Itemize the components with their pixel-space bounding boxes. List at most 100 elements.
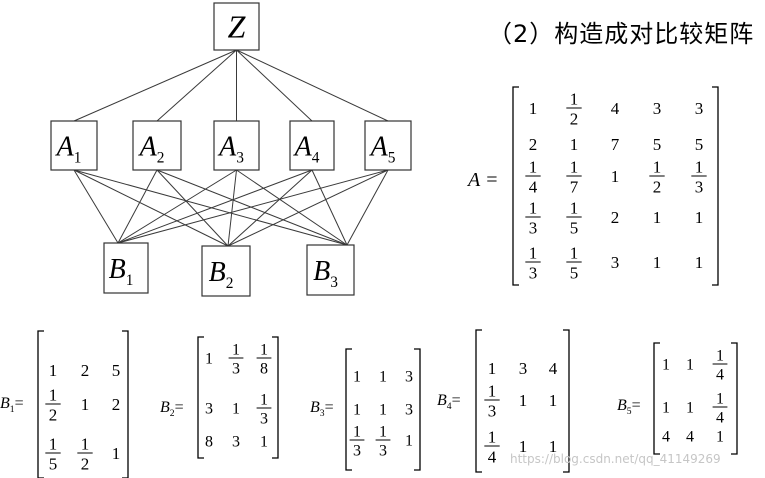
matrix-cell-numerator: 1 [570, 89, 579, 108]
criterion-alternative-link [311, 169, 348, 246]
criterion-alternative-link [236, 169, 348, 246]
matrix-cell-denominator: 5 [570, 264, 579, 283]
matrix-cell: 4 [662, 429, 670, 446]
criterion-node-1: A1 [50, 120, 98, 171]
matrix-cell: 1 [716, 429, 724, 446]
matrix-cell: 4 [611, 99, 620, 118]
criterion-node-1-box [50, 120, 98, 171]
matrix-cell-denominator: 3 [695, 178, 704, 197]
matrix-cell: 3 [519, 359, 528, 378]
alternative-node-1-box [103, 242, 149, 294]
matrix-cell: 1 [686, 357, 694, 374]
matrix-cell: 1 [379, 369, 387, 386]
matrix-cell: 3 [611, 253, 620, 272]
criterion-node-3-subscript: 3 [236, 149, 244, 166]
matrix-cell: 1 [570, 135, 579, 154]
matrix-cell: 3 [232, 434, 240, 451]
matrix-label-subscript: 5 [627, 406, 632, 417]
matrix-cell-denominator: 3 [260, 411, 268, 428]
matrix-label: B5= [617, 397, 641, 417]
criterion-alternative-link [227, 169, 389, 247]
matrix-cell-numerator: 1 [529, 198, 538, 217]
matrix-label-subscript: 1 [10, 404, 15, 415]
matrix-cell-denominator: 2 [570, 110, 579, 129]
matrix-cell-numerator: 1 [529, 157, 538, 176]
matrix-equals-sign: = [175, 399, 184, 416]
goal-criterion-link [236, 49, 313, 122]
matrix-cell: 1 [549, 391, 558, 410]
section-heading: （2）构造成对比较矩阵 [488, 20, 755, 48]
goal-node-z-label: Z [228, 9, 247, 45]
matrix-left-bracket [345, 348, 352, 471]
matrix-cell: 4 [686, 429, 694, 446]
criterion-node-5-box [364, 120, 412, 171]
alternative-node-3-box [306, 244, 355, 296]
matrix-cell-numerator: 1 [570, 243, 579, 262]
matrix-equals-sign: = [325, 399, 334, 416]
matrix-cell-numerator: 1 [353, 423, 361, 440]
matrix-cell-numerator: 1 [488, 381, 497, 400]
matrix-cell-numerator: 1 [49, 385, 58, 404]
matrix-cell: 1 [49, 361, 58, 380]
matrix-cell: 1 [379, 402, 387, 419]
criterion-node-4-subscript: 4 [312, 149, 320, 166]
criterion-node-2-subscript: 2 [157, 149, 165, 166]
criterion-node-3-box [213, 120, 260, 171]
matrix-cell-denominator: 5 [49, 455, 58, 474]
matrix-cell-denominator: 4 [488, 448, 497, 467]
matrix-label-subscript: 3 [320, 408, 325, 419]
matrix-equals-sign: = [15, 395, 24, 412]
alternative-node-2: B2 [201, 245, 251, 297]
matrix-equals-sign: = [486, 169, 497, 191]
matrix-cell-denominator: 2 [81, 455, 90, 474]
matrix-cell: 1 [653, 208, 662, 227]
criterion-alternative-link [227, 169, 237, 247]
matrix-cell-numerator: 1 [260, 391, 268, 408]
matrix-cell: 1 [519, 391, 528, 410]
matrix-cell: 2 [611, 208, 620, 227]
criterion-alternative-link [117, 169, 158, 244]
matrix-cell: 1 [686, 400, 694, 417]
matrix-label: B4= [437, 392, 461, 412]
criterion-alternative-link [346, 169, 389, 246]
criterion-alternative-link [73, 169, 229, 247]
matrix-cell: 1 [549, 437, 558, 456]
matrix-cell-denominator: 3 [232, 361, 240, 378]
matrix-cell-denominator: 8 [260, 361, 268, 378]
criterion-alternative-link [156, 169, 229, 247]
matrix-cell: 1 [488, 359, 497, 378]
criterion-node-1-subscript: 1 [74, 149, 82, 166]
matrix-cell-numerator: 1 [49, 434, 58, 453]
criterion-node-3: A3 [213, 120, 260, 171]
matrix-cell: 1 [405, 433, 413, 450]
matrix-cell-numerator: 1 [260, 341, 268, 358]
matrix-cell-numerator: 1 [488, 427, 497, 446]
matrix-right-bracket [122, 330, 129, 478]
matrix-cell: 1 [662, 357, 670, 374]
matrix-cell: 1 [205, 351, 213, 368]
matrix-cell-denominator: 4 [716, 410, 724, 427]
alternative-node-1: B1 [103, 242, 149, 294]
goal-node-z-box [213, 2, 260, 51]
matrix-cell: 1 [529, 99, 538, 118]
matrix-left-bracket [653, 342, 660, 455]
criterion-node-5-subscript: 5 [388, 149, 396, 166]
matrix-cell: 2 [529, 135, 538, 154]
matrix-cell: 3 [695, 99, 704, 118]
alternative-node-3-subscript: 3 [330, 274, 338, 291]
matrix-cell: 3 [653, 99, 662, 118]
matrix-right-bracket [414, 348, 421, 471]
matrix-cell-numerator: 1 [570, 157, 579, 176]
matrix-cell-numerator: 1 [716, 347, 724, 364]
matrix-cell: 5 [695, 135, 704, 154]
matrix-cell: 2 [81, 361, 90, 380]
matrix-cell-denominator: 3 [488, 402, 497, 421]
matrix-cell: 8 [205, 434, 213, 451]
matrix-left-bracket [512, 86, 519, 286]
